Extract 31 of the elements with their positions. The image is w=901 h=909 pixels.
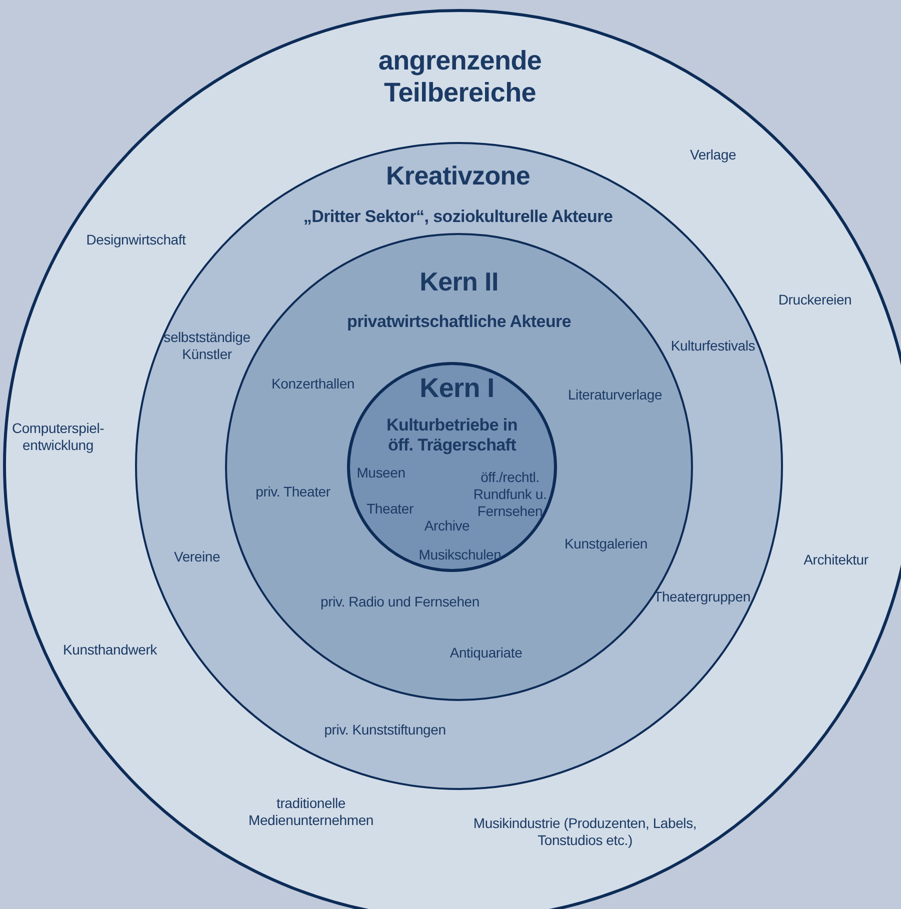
zone-subtitle: Kulturbetriebe in öff. Trägerschaft xyxy=(386,416,518,456)
sector-label: Kunsthandwerk xyxy=(63,642,157,658)
sector-label: Architektur xyxy=(804,552,868,568)
zone-title: Kern II xyxy=(420,266,498,298)
zone-subtitle: privatwirtschaftliche Akteure xyxy=(346,312,572,332)
zone-title: angrenzende Teilbereiche xyxy=(377,44,543,110)
sector-label: Theatergruppen xyxy=(654,588,750,606)
sector-label: Museen xyxy=(356,464,406,482)
sector-label: Vereine xyxy=(174,548,220,566)
zone-title: Kern I xyxy=(420,372,494,404)
sector-label: Literaturverlage xyxy=(568,386,662,404)
sector-label: Antiquariate xyxy=(450,644,522,662)
sector-label: Konzerthallen xyxy=(272,376,354,392)
sector-label: priv. Radio und Fernsehen xyxy=(320,594,480,610)
sector-label: Designwirtschaft xyxy=(86,232,186,248)
sector-label: priv. Kunststiftungen xyxy=(324,722,446,738)
sector-label: Kunstgalerien xyxy=(564,536,648,552)
sector-label: Archive xyxy=(424,518,470,534)
sector-label: Musikschulen xyxy=(418,546,502,564)
sector-label: Verlage xyxy=(690,146,736,164)
sector-label: Druckereien xyxy=(778,292,852,308)
sector-label: Computerspiel-entwicklung xyxy=(10,420,106,454)
sector-label: Musikindustrie (Produzenten, Labels, Tonstudios etc.) xyxy=(472,815,698,849)
sector-label: selbstständige Künstler xyxy=(162,329,252,363)
zone-subtitle: „Dritter Sektor“, soziokulturelle Akteure xyxy=(303,206,613,228)
sector-label: traditionelle Medienunternehmen xyxy=(247,795,375,829)
sector-label: Kulturfestivals xyxy=(670,338,756,354)
zone-title: Kreativzone xyxy=(386,160,530,192)
sector-label: priv. Theater xyxy=(256,484,330,500)
sector-label: öff./rechtl. Rundfunk u. Fernsehen xyxy=(472,468,548,520)
sector-label: Theater xyxy=(366,500,414,518)
